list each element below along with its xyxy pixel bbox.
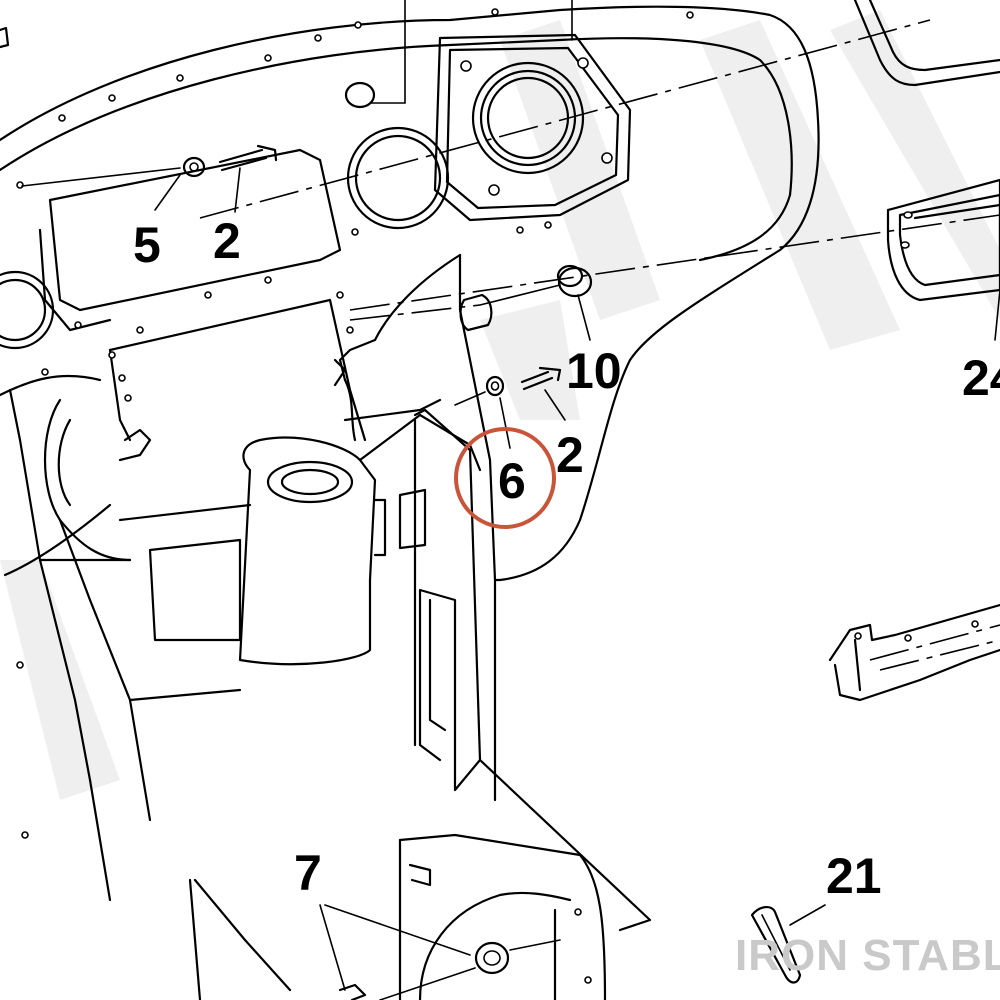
highlight-circle — [454, 427, 556, 529]
part-label-7: 7 — [294, 845, 322, 901]
part-label-21: 21 — [826, 848, 882, 904]
part-label-6: 6 — [498, 453, 526, 509]
part-label-2-lower: 2 — [556, 427, 584, 483]
part-label-10: 10 — [566, 343, 622, 399]
part-label-5: 5 — [133, 217, 161, 273]
background-watermark-shapes — [0, 10, 1000, 800]
part-label-24: 24 — [962, 350, 1000, 406]
part-label-2-upper: 2 — [213, 213, 241, 269]
watermark-text: IRON STABLE — [735, 931, 1000, 980]
